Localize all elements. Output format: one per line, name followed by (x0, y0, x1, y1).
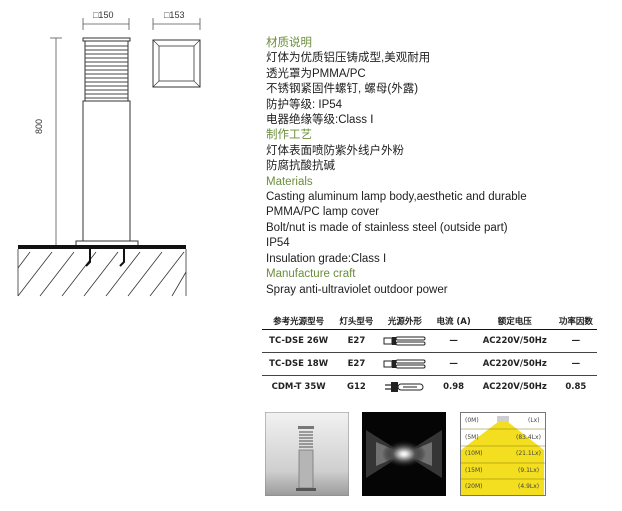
cell-shape (377, 329, 433, 353)
spec-line: Spray anti-ultraviolet outdoor power (266, 283, 448, 296)
lux-distance-label: (0M) (465, 417, 479, 424)
cell-voltage: AC220V/50Hz (474, 352, 555, 376)
table-row: TC-DSE 26W E27 — AC220V/50Hz — (262, 329, 597, 353)
cell-model: TC-DSE 18W (262, 352, 336, 376)
col-header-voltage: 额定电压 (497, 316, 532, 327)
lux-value-label: (Lx) (528, 417, 540, 424)
cell-base: E27 (335, 329, 378, 353)
bollard-technical-drawing (17, 18, 201, 297)
cell-voltage: AC220V/50Hz (474, 329, 555, 353)
table-header-row: 参考光源型号 灯头型号 光源外形 电流 (A) 额定电压 功率因数 (262, 312, 597, 330)
cell-pf: 0.85 (554, 375, 597, 398)
cell-voltage: AC220V/50Hz (474, 375, 555, 398)
cell-pf: — (554, 352, 597, 376)
lux-distance-label: (10M) (465, 450, 483, 457)
col-header-model: 参考光源型号 (273, 316, 325, 327)
table-row: TC-DSE 18W E27 — AC220V/50Hz — (262, 352, 597, 376)
product-render-image (265, 412, 349, 496)
cell-model: TC-DSE 26W (262, 329, 336, 353)
lux-value-label: (4.9Lx) (518, 483, 540, 490)
lux-distance-label: (15M) (465, 467, 483, 474)
width-dimension-label: □150 (93, 10, 114, 20)
spec-line: 灯体为优质铝压铸成型,美观耐用 (266, 52, 431, 65)
spec-line: 防腐抗酸抗碱 (266, 160, 335, 173)
col-header-pf: 功率因数 (558, 316, 593, 327)
lux-value-label: (83.4Lx) (516, 434, 541, 441)
height-dimension-label: 800 (34, 118, 44, 134)
top-dimension-label: □153 (164, 10, 185, 20)
col-header-current: 电流 (A) (436, 316, 471, 327)
lamp-spec-table: 参考光源型号 灯头型号 光源外形 电流 (A) 额定电压 功率因数 TC-DSE… (262, 312, 597, 398)
spec-line: Insulation grade:Class I (266, 252, 387, 265)
cell-current: — (432, 352, 475, 376)
heading-craft-en: Manufacture craft (266, 268, 356, 281)
lux-distance-label: (20M) (465, 483, 483, 490)
heading-craft-cn: 制作工艺 (266, 129, 312, 142)
spec-line: 灯体表面喷防紫外线户外粉 (266, 144, 404, 157)
col-header-base: 灯头型号 (339, 316, 374, 327)
spec-line: Casting aluminum lamp body,aesthetic and… (266, 191, 527, 204)
spec-text-block: 材质说明 灯体为优质铝压铸成型,美观耐用 透光罩为PMMA/PC 不锈钢紧固件螺… (266, 36, 616, 298)
cfl-lamp-icon (383, 336, 426, 346)
spec-line: PMMA/PC lamp cover (266, 206, 380, 219)
spec-line: 电器绝缘等级:Class Ⅰ (266, 114, 374, 127)
spec-line: IP54 (266, 237, 290, 250)
heading-materials-en: Materials (266, 175, 313, 188)
lux-value-label: (9.1Lx) (518, 467, 540, 474)
lux-distribution-chart (460, 412, 546, 496)
table-row: CDM-T 35W G12 0.98 AC220V/50Hz 0.85 (262, 375, 597, 398)
heading-material-cn: 材质说明 (266, 37, 312, 49)
spec-line: Bolt/nut is made of stainless steel (out… (266, 221, 508, 234)
spec-line: 透光罩为PMMA/PC (266, 67, 366, 80)
cell-shape (377, 375, 433, 398)
light-effect-photo (362, 412, 446, 496)
cell-current: 0.98 (432, 375, 475, 398)
col-header-shape: 光源外形 (387, 316, 422, 327)
lux-value-label: (21.1Lx) (516, 450, 541, 457)
spec-line: 防护等级: IP54 (266, 98, 343, 111)
cell-pf: — (554, 329, 597, 353)
cell-current: — (432, 329, 475, 353)
cell-model: CDM-T 35W (262, 375, 336, 398)
lux-distance-label: (5M) (465, 434, 479, 441)
spec-line: 不锈钢紧固件螺钉, 螺母(外露) (266, 83, 419, 96)
cfl-lamp-icon (383, 359, 426, 369)
cell-base: E27 (335, 352, 378, 376)
cell-shape (377, 352, 433, 376)
metal-halide-lamp-icon (384, 382, 424, 392)
cell-base: G12 (335, 375, 378, 398)
